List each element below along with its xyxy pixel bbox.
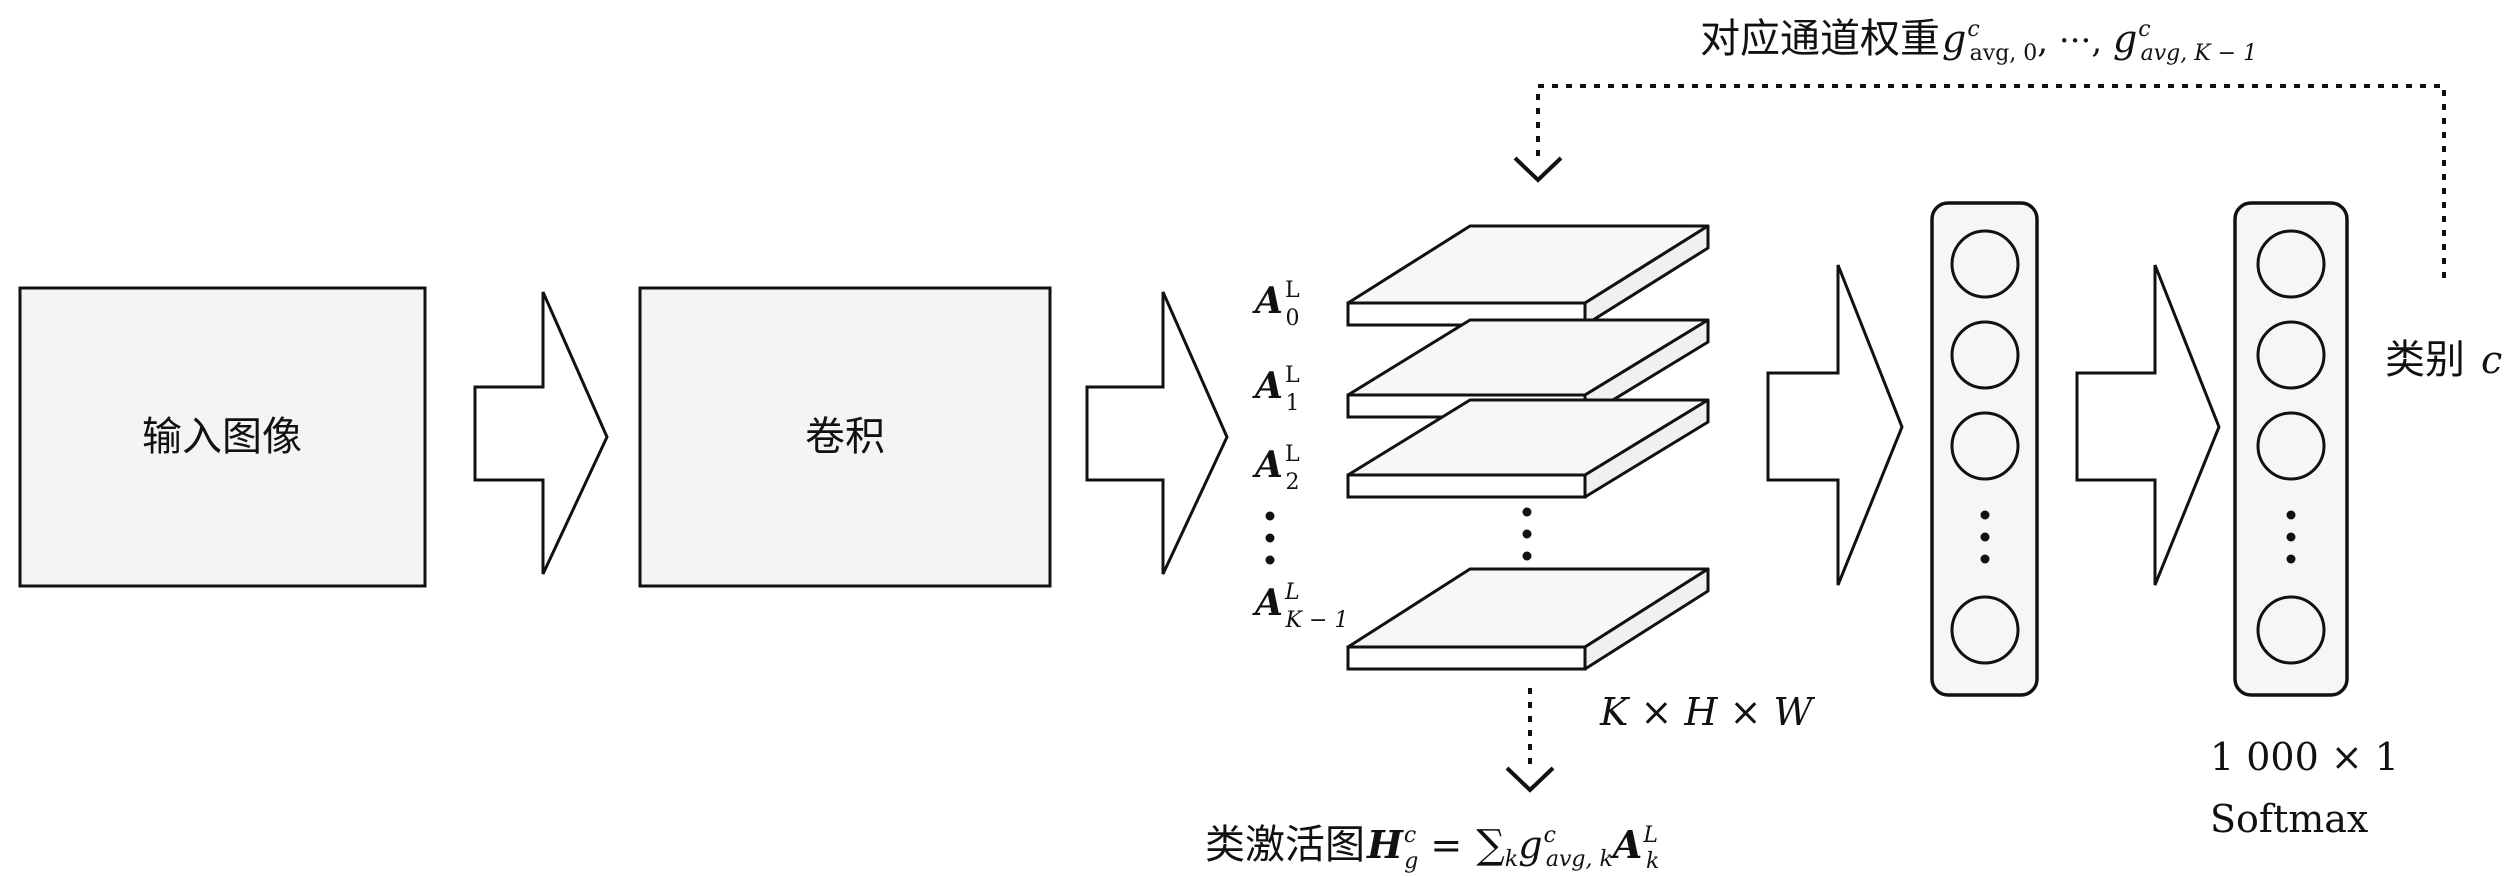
convolution-block: 卷积 — [638, 286, 1052, 588]
fc-vertical-ellipsis — [1980, 510, 1990, 564]
vertical-ellipsis-labels — [1265, 511, 1275, 565]
input-image-label: 输入图像 — [142, 414, 302, 460]
input-image-block: 输入图像 — [18, 286, 427, 588]
feature-map-stack — [1346, 224, 1710, 671]
feedback-arrowhead — [1513, 156, 1563, 183]
flow-arrow-3 — [1766, 264, 1904, 586]
fc-neuron-1 — [1950, 229, 2020, 299]
feedback-dashed-line — [1536, 84, 2446, 278]
softmax-vertical-ellipsis — [2286, 510, 2296, 564]
softmax-neuron-last — [2256, 595, 2326, 665]
softmax-neuron-1 — [2256, 229, 2326, 299]
fc-neuron-2 — [1950, 320, 2020, 390]
flow-arrow-2 — [1085, 291, 1229, 575]
fc-neuron-3 — [1950, 411, 2020, 481]
convolution-label: 卷积 — [805, 414, 885, 460]
flow-arrow-4 — [2075, 264, 2221, 586]
feature-map-dims: K × H × W — [1599, 690, 1816, 734]
flow-arrow-1 — [473, 291, 609, 575]
output-size-label: 1 000 × 1 — [2210, 735, 2399, 779]
cam-arrowhead — [1505, 766, 1555, 793]
softmax-layer-column — [2233, 201, 2349, 697]
softmax-neuron-3 — [2256, 411, 2326, 481]
fc-layer-column — [1930, 201, 2039, 697]
feature-map-slab-1 — [1346, 318, 1710, 419]
feature-map-slab-0 — [1346, 224, 1710, 327]
vertical-ellipsis-slabs — [1522, 507, 1532, 561]
feature-map-slab-2 — [1346, 398, 1710, 499]
softmax-neuron-2 — [2256, 320, 2326, 390]
fc-neuron-last — [1950, 595, 2020, 665]
softmax-label: Softmax — [2210, 797, 2368, 841]
feature-map-slab-last — [1346, 567, 1710, 671]
